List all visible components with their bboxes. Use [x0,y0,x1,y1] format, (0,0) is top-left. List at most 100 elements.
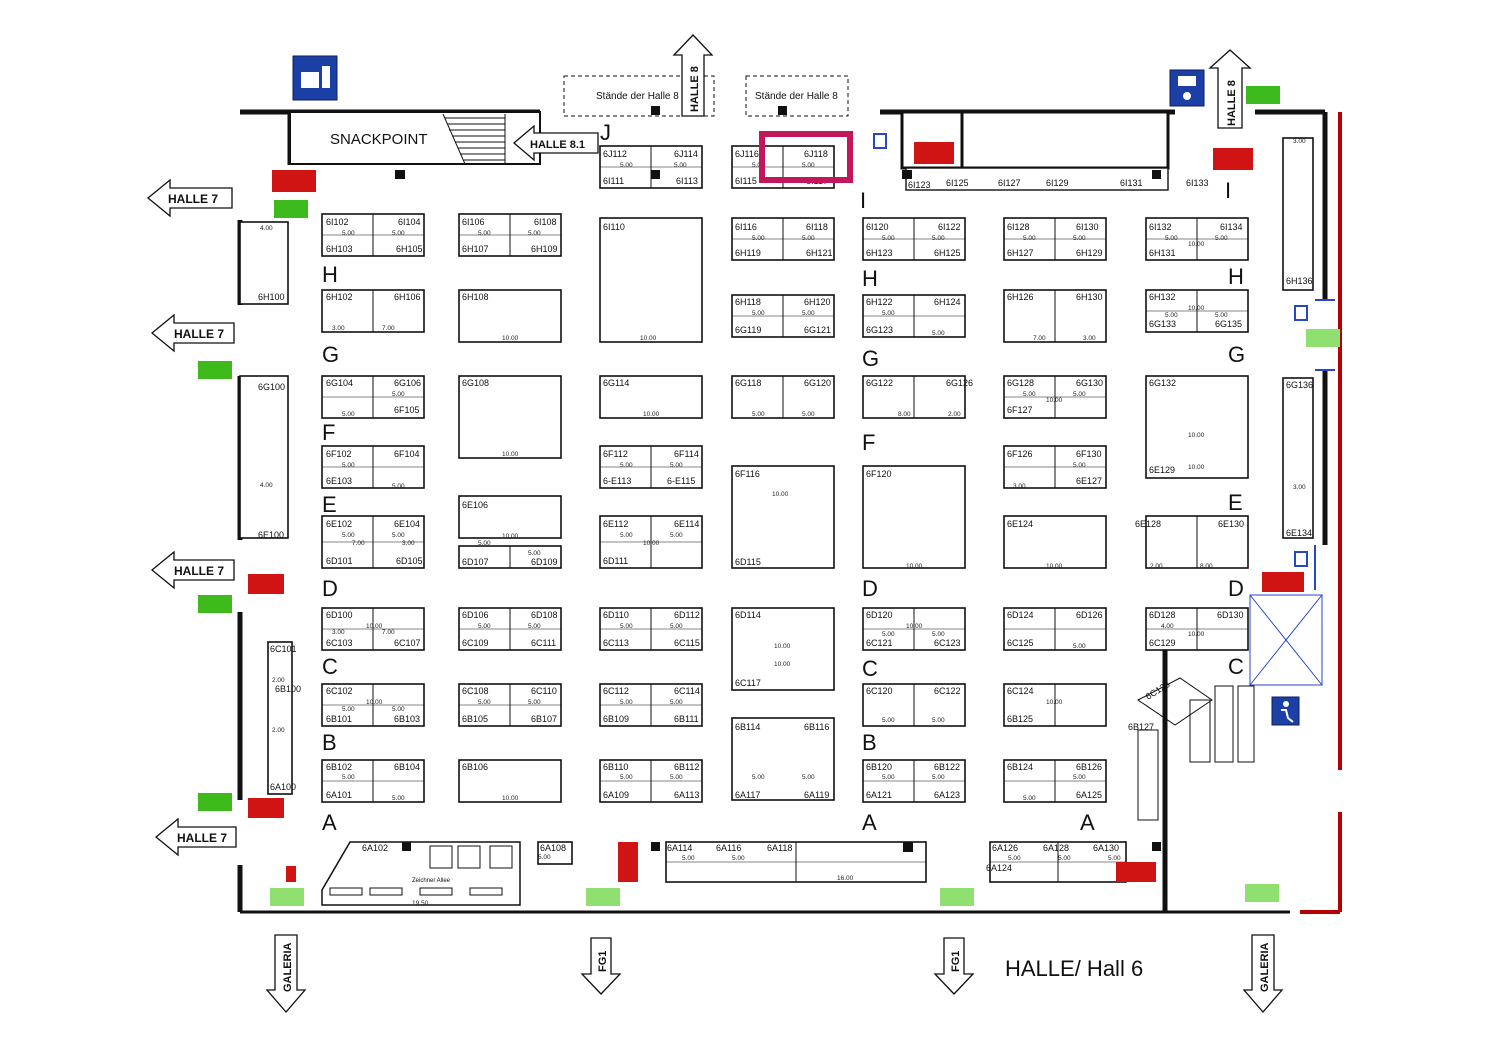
booth-dimension: 5.00 [528,699,541,706]
booth-outline [1145,375,1249,479]
zeichner-allee-area[interactable]: 6A102 Zeichner Allee 19.50 [321,841,521,907]
booth-number: 6-E115 [667,476,695,486]
arrow-halle8-b[interactable]: HALLE 8 [1208,49,1252,129]
arrow-galeria-b[interactable]: GALERIA [1242,934,1284,1013]
booth-number: 6H123 [866,248,893,258]
booth-number: 6H118 [735,297,761,307]
fire-extinguisher-icon [248,574,284,594]
booth-number: 6A101 [326,790,352,800]
accessible-elevator-icon[interactable] [1271,696,1300,726]
booth-dimension: 5.00 [342,411,355,418]
booth-dimension: 5.00 [620,162,633,169]
fire-extinguisher-icon [248,798,284,818]
arrow-halle7-a[interactable]: HALLE 7 [146,178,233,218]
booth-number: 6A126 [992,843,1018,853]
booth-number: 6B109 [603,714,629,724]
booth-dimension: 5.00 [528,230,541,237]
svg-text:HALLE 8.1: HALLE 8.1 [530,139,585,151]
arrow-fg1-b[interactable]: FG1 [933,937,975,995]
arrow-halle7-b[interactable]: HALLE 7 [150,313,235,353]
snackpoint-area[interactable]: SNACKPOINT [289,111,541,165]
arrow-halle7-d[interactable]: HALLE 7 [154,817,237,857]
booth-dimension: 5.00 [682,855,695,862]
staende-halle8-box-1[interactable]: Stände der Halle 8 [563,75,715,117]
arrow-halle7-c[interactable]: HALLE 7 [150,550,235,590]
arrow-halle81[interactable]: HALLE 8.1 [512,124,599,162]
arrow-galeria-a[interactable]: GALERIA [265,934,307,1013]
booth-dimension: 7.00 [1033,335,1046,342]
snack-info-icon[interactable] [292,55,338,101]
booth-number: 6I128 [1007,222,1030,232]
booth-number: 6H108 [462,292,489,302]
booth-dimension: 7.00 [382,629,395,636]
water-tap-icon[interactable] [1169,69,1205,107]
booth-dimension: 5.00 [1073,643,1086,650]
booth-dimension: 5.00 [752,162,765,169]
pillars [395,106,1161,852]
arrow-halle8-a[interactable]: HALLE 8 [672,34,714,117]
fire-alarm-icon [286,866,296,882]
arrow-fg1-a[interactable]: FG1 [580,937,622,995]
staende-halle8-box-2[interactable]: Stände der Halle 8 [745,75,849,117]
booth-dimension: 5.00 [620,462,633,469]
